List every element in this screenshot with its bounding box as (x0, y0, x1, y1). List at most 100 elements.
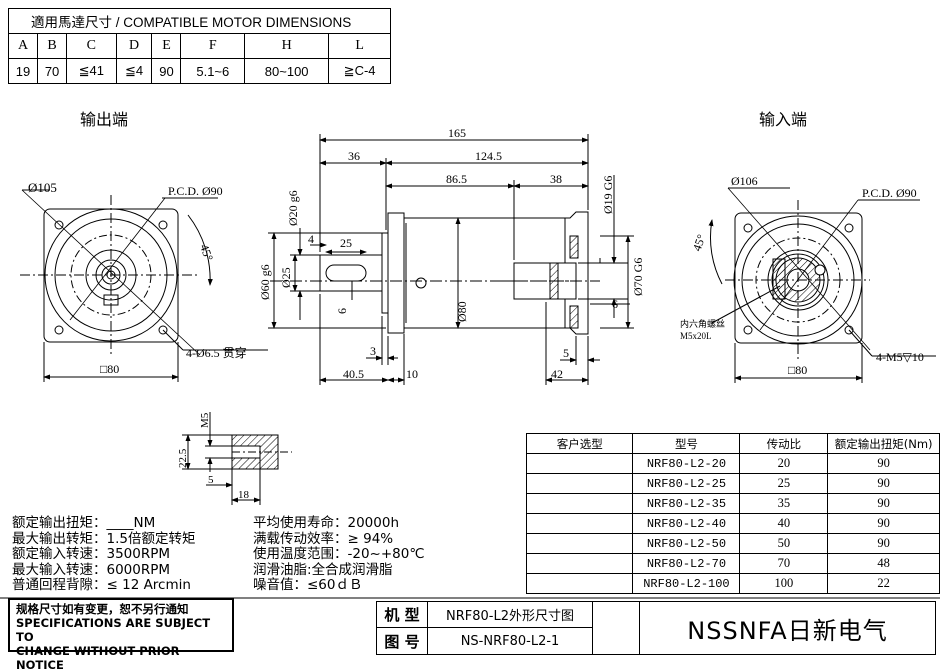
spec-value: 6000RPM (106, 561, 171, 578)
side-view (268, 134, 634, 385)
input-screw-note-2: M5x20L (680, 331, 712, 341)
compat-header-cell: A (7, 33, 39, 59)
compat-value-cell: 70 (37, 58, 68, 84)
spec-value: ____NM (106, 515, 156, 531)
dim-165: 165 (448, 126, 466, 140)
ratio-cell-torque: 90 (827, 493, 940, 514)
spec-value: 20000h (347, 515, 400, 531)
input-pcd-label: P.C.D. Ø90 (862, 186, 917, 200)
ratio-cell-ratio: 20 (739, 453, 829, 474)
output-end-view (20, 189, 268, 382)
detail-22-5: 22.5 (177, 448, 189, 468)
ratio-cell-model: NRF80-L2-35 (632, 493, 741, 514)
ratio-cell-ratio: 50 (739, 533, 829, 554)
spec-label: 最大输出转矩： (12, 530, 107, 547)
ratio-header-cell: 型号 (632, 433, 741, 454)
spec-row: 额定输入转速：3500RPM (12, 546, 195, 563)
notice-line-2: SPECIFICATIONS ARE SUBJECT TO (16, 616, 211, 644)
ratio-cell-torque: 90 (827, 533, 940, 554)
title-spacer (592, 601, 640, 655)
detail-view (182, 412, 292, 505)
ratio-cell-customer (525, 473, 634, 494)
compat-header-cell: D (115, 33, 153, 59)
compat-value-cell: ≧C-4 (328, 58, 391, 84)
ratio-cell-customer (525, 493, 634, 514)
spec-row: 使用温度范围：-20~+80℃ (253, 546, 425, 563)
input-dia-label: Ø106 (731, 174, 758, 188)
notice-line-1: 规格尺寸如有变更，恕不另行通知 (16, 602, 189, 616)
dim-36: 36 (348, 149, 360, 163)
output-holes-label: 4-Ø6.5 贯穿 (186, 345, 247, 360)
dim-shaft-dia: Ø20 g6 (286, 190, 300, 226)
side-view-dims: 165 124.5 36 86.5 38 Ø20 g6 Ø60 g6 Ø25 4… (258, 126, 645, 381)
spec-label: 额定输出扭矩： (12, 515, 107, 531)
spec-label: 满载传动效率： (253, 530, 348, 547)
ratio-cell-customer (525, 533, 634, 554)
input-end-view (708, 187, 936, 383)
dim-10: 10 (406, 367, 418, 381)
spec-row: 普通回程背隙：≤ 12 Arcmin (12, 577, 195, 594)
dim-40-5: 40.5 (343, 367, 364, 381)
drawing-label: 图 号 (376, 627, 428, 655)
ratio-cell-ratio: 100 (739, 573, 829, 594)
dim-3: 3 (370, 344, 376, 358)
ratio-cell-torque: 90 (827, 513, 940, 534)
ratio-cell-customer (525, 453, 634, 474)
output-square-label: □80 (100, 362, 119, 376)
spec-value: 1.5倍额定转矩 (106, 530, 196, 547)
dim-86-5: 86.5 (446, 172, 467, 186)
dim-key-25: 25 (340, 236, 352, 250)
ratio-cell-model: NRF80-L2-50 (632, 533, 741, 554)
dim-body-80: Ø80 (455, 301, 469, 322)
ratio-cell-customer (525, 553, 634, 574)
ratio-cell-torque: 48 (827, 553, 940, 574)
ratio-header-cell: 额定输出扭矩(Nm) (827, 433, 940, 454)
spec-label: 使用温度范围： (253, 546, 348, 562)
ratio-cell-model: NRF80-L2-40 (632, 513, 741, 534)
spec-value: -20~+80℃ (347, 546, 425, 562)
spec-label: 平均使用寿命： (253, 515, 348, 531)
dim-key-4: 4 (308, 232, 314, 246)
ratio-cell-torque: 22 (827, 573, 940, 594)
ratio-cell-torque: 90 (827, 473, 940, 494)
ratio-cell-model: NRF80-L2-25 (632, 473, 741, 494)
technical-drawing: Ø105 P.C.D. Ø90 45° 4-Ø6.5 贯穿 □80 (0, 126, 940, 599)
title-block: 机 型 NRF80-L2外形尺寸图 图 号 NS-NRF80-L2-1 NSSN… (376, 601, 936, 655)
ratio-cell-ratio: 25 (739, 473, 829, 494)
spec-row: 润滑油脂:全合成润滑脂 (253, 562, 425, 579)
detail-5: 5 (208, 474, 214, 486)
dim-input-dia: Ø19 G6 (601, 176, 615, 214)
input-holes-label: 4-M5▽10 (876, 350, 924, 364)
ratio-cell-model: NRF80-L2-70 (632, 553, 741, 574)
input-angle-label: 45° (690, 232, 709, 253)
compat-value-cell: 90 (151, 58, 182, 84)
spec-row: 噪音值：≤60ｄＢ (253, 577, 425, 594)
compat-header-cell: B (37, 33, 68, 59)
dim-input-pilot: Ø70 G6 (631, 258, 645, 296)
ratio-header-cell: 传动比 (739, 433, 829, 454)
compat-table-title: 適用馬達尺寸 / COMPATIBLE MOTOR DIMENSIONS (8, 8, 391, 34)
ratio-header-cell: 客户选型 (525, 433, 634, 454)
detail-18: 18 (238, 489, 250, 501)
spec-row: 最大输入转速：6000RPM (12, 561, 195, 579)
dim-38: 38 (550, 172, 562, 186)
spec-label: 最大输入转速： (12, 561, 107, 578)
spec-value: 3500RPM (106, 546, 171, 562)
compat-value-cell: 19 (7, 58, 39, 84)
compat-value-cell: 5.1~6 (180, 58, 246, 84)
dim-124-5: 124.5 (475, 149, 502, 163)
dim-5: 5 (563, 346, 569, 360)
spec-label: 噪音值 (253, 577, 294, 593)
spec-value: ≥ 94% (347, 530, 394, 547)
input-square-label: □80 (788, 363, 807, 377)
